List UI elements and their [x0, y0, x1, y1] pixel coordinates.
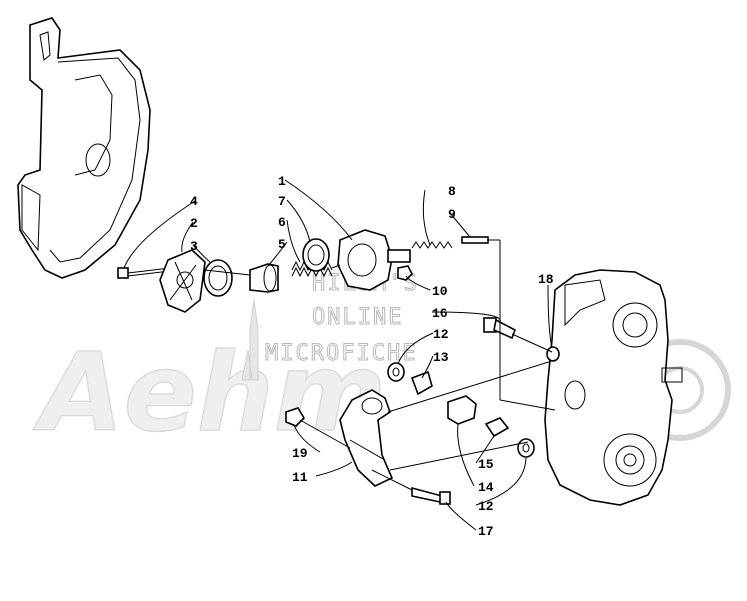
callout-labels: 1 7 6 5 4 2 3 8 9 10 16 18 12 13 19 11 1… [190, 174, 554, 539]
part-9-pin [461, 236, 489, 244]
part-3-ring [203, 259, 233, 297]
part-1-housing [337, 229, 411, 291]
callout-12-lower: 12 [478, 499, 494, 514]
callout-11: 11 [292, 470, 308, 485]
callout-10: 10 [432, 284, 448, 299]
watermark-line3: MICROFICHE [265, 341, 417, 366]
callout-13: 13 [433, 350, 449, 365]
part-12-lower-washer [517, 438, 535, 458]
part-11-arm [339, 389, 394, 487]
callout-17: 17 [478, 524, 494, 539]
callout-14: 14 [478, 480, 494, 495]
part-16-bolt [483, 317, 516, 340]
callout-12-upper: 12 [433, 327, 449, 342]
chaincase-cover [17, 17, 151, 279]
part-13-bushing [410, 370, 433, 396]
callout-9: 9 [448, 207, 456, 222]
watermark-brand: Aehm [32, 331, 386, 456]
part-5-bushing [249, 263, 279, 293]
part-18-washer [546, 346, 560, 362]
watermark-spire-icon [241, 299, 259, 381]
part-12-upper-washer [387, 362, 405, 382]
callout-3: 3 [190, 239, 198, 254]
part-8-spring [411, 241, 453, 249]
part-17-bolt [411, 486, 451, 505]
part-7-washer [302, 238, 330, 272]
callout-7: 7 [278, 194, 286, 209]
callout-5: 5 [278, 237, 286, 252]
callout-18: 18 [538, 272, 554, 287]
part-10-nut [397, 265, 413, 281]
chaincase-housing [544, 269, 683, 506]
leader-lines [123, 179, 553, 531]
callout-2: 2 [190, 216, 198, 231]
part-19-nut [285, 407, 306, 427]
part-2-plate [159, 249, 206, 313]
callout-8: 8 [448, 184, 456, 199]
callout-16: 16 [432, 306, 448, 321]
callout-1: 1 [278, 174, 286, 189]
watermark: Aehm HILSM'S ONLINE MICROFICHE [31, 271, 731, 457]
part-15-bushing [484, 417, 510, 438]
watermark-line2: ONLINE [312, 305, 403, 330]
callout-15: 15 [478, 457, 494, 472]
callout-19: 19 [292, 446, 308, 461]
assembly-lines [204, 239, 556, 491]
callout-6: 6 [278, 215, 286, 230]
part-4-bolt [117, 267, 171, 279]
part-14-roller [447, 395, 477, 425]
callout-4: 4 [190, 194, 198, 209]
